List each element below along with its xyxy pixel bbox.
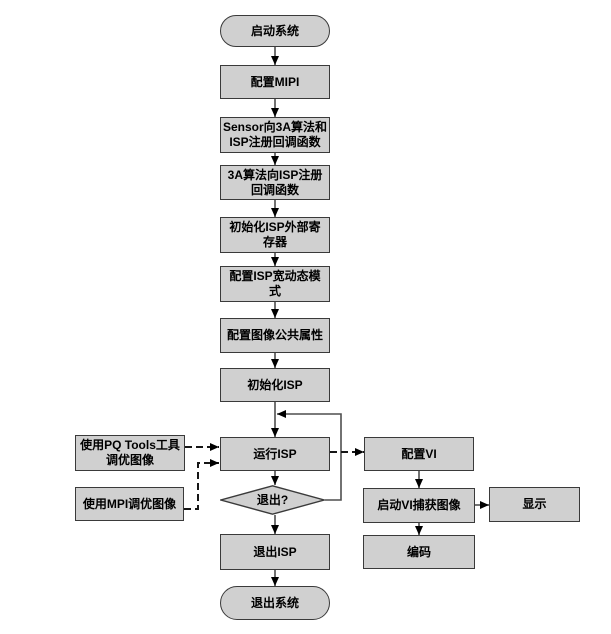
node-encode: 编码 — [363, 535, 475, 569]
node-init-isp-external-registers: 初始化ISP外部寄 存器 — [220, 217, 330, 253]
node-configure-vi: 配置VI — [364, 437, 474, 471]
node-use-mpi-tune-image: 使用MPI调优图像 — [75, 487, 184, 521]
node-exit-isp: 退出ISP — [220, 534, 330, 570]
node-configure-image-common-attrs: 配置图像公共属性 — [220, 318, 330, 353]
node-start-system: 启动系统 — [220, 15, 330, 47]
node-start-vi-capture: 启动VI捕获图像 — [363, 488, 475, 523]
exit-decision-label: 退出? — [256, 492, 289, 507]
node-use-pq-tools-tune-image: 使用PQ Tools工具 调优图像 — [75, 435, 185, 471]
node-init-isp: 初始化ISP — [220, 368, 330, 402]
node-exit-decision: 退出? — [220, 485, 325, 515]
node-sensor-register-callbacks: Sensor向3A算法和 ISP注册回调函数 — [220, 117, 330, 153]
edge-mpi-to-run-isp — [184, 459, 219, 510]
decision-diamond-shape — [220, 485, 325, 515]
node-exit-system: 退出系统 — [220, 586, 330, 620]
node-display: 显示 — [489, 487, 580, 522]
node-3a-register-callbacks: 3A算法向ISP注册 回调函数 — [220, 165, 330, 200]
node-configure-isp-wdr-mode: 配置ISP宽动态模 式 — [220, 266, 330, 302]
node-run-isp: 运行ISP — [220, 437, 330, 471]
node-configure-mipi: 配置MIPI — [220, 65, 330, 99]
